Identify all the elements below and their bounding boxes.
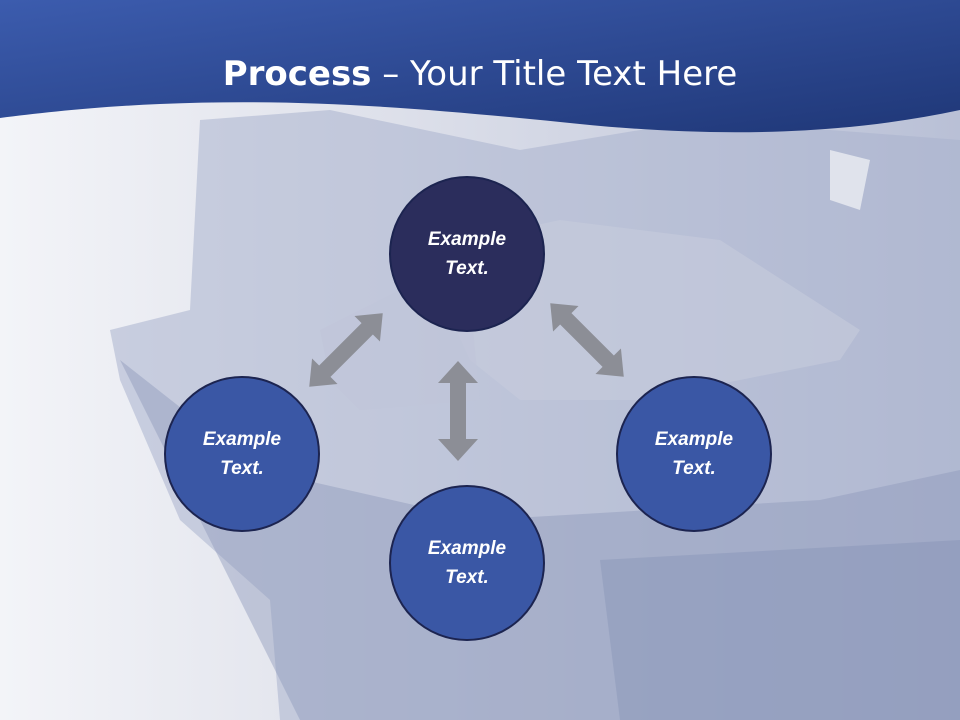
node-left: Example Text. (164, 376, 320, 532)
slide-title: Process – Your Title Text Here (0, 52, 960, 96)
title-rest: – Your Title Text Here (371, 54, 738, 94)
node-right-label: Example Text. (654, 429, 734, 479)
node-bottom-label: Example Text. (427, 538, 507, 588)
node-left-label: Example Text. (202, 429, 282, 479)
node-right: Example Text. (616, 376, 772, 532)
node-bottom: Example Text. (389, 485, 545, 641)
node-top: Example Text. (389, 176, 545, 332)
node-top-label: Example Text. (427, 229, 507, 279)
title-bold: Process (222, 54, 372, 94)
